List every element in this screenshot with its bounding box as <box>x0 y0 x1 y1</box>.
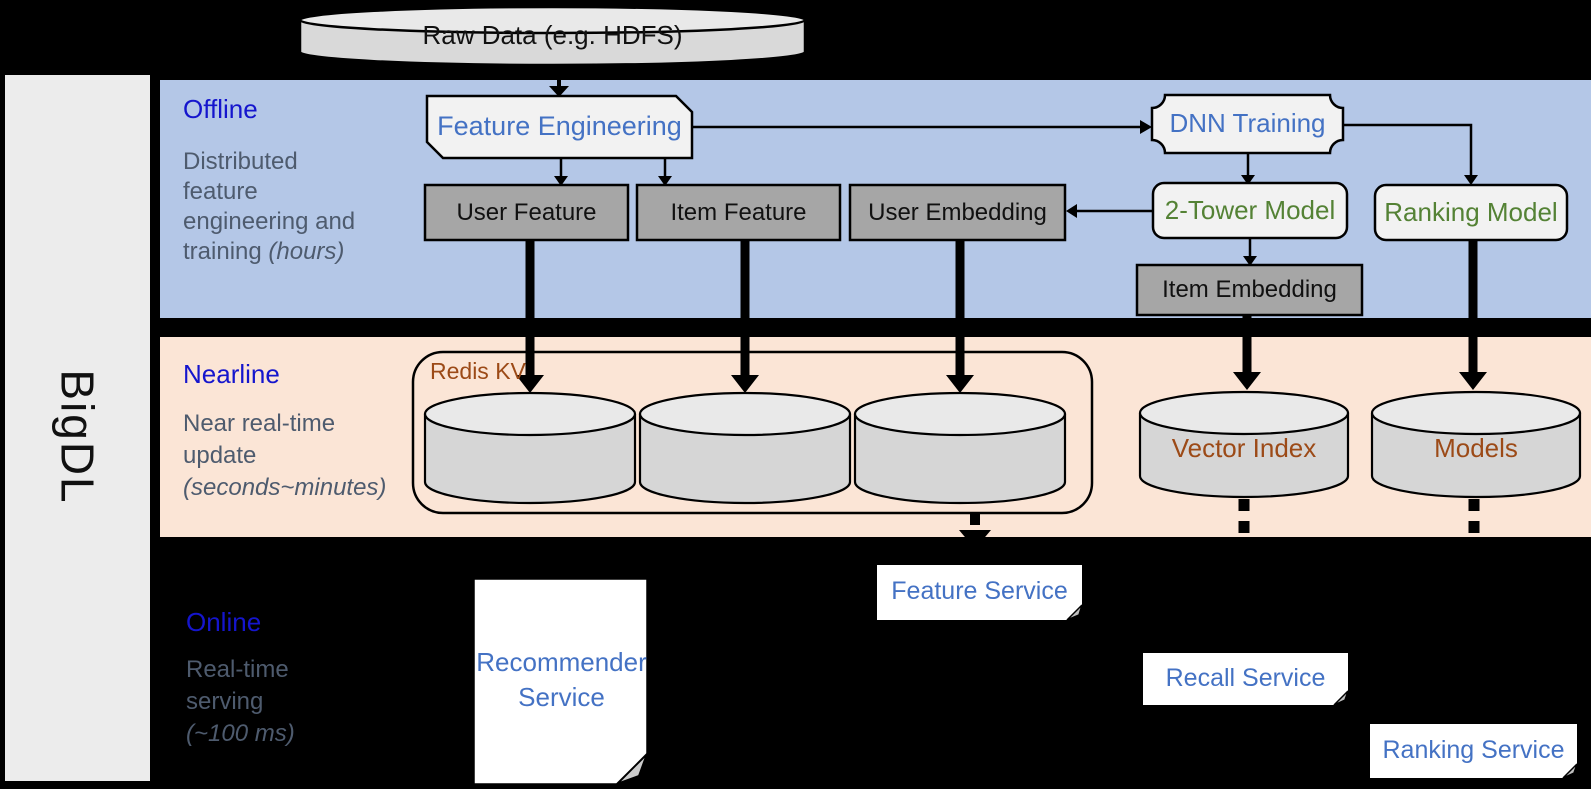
redis-kv-container <box>411 350 1094 515</box>
raw-data-cylinder <box>298 5 807 67</box>
arrow-ranking-model-to-models <box>1459 240 1487 390</box>
feature-engineering-box <box>425 94 694 160</box>
item-feature-box <box>635 183 842 242</box>
ranking-service-card <box>1370 724 1578 779</box>
vector-index-cylinder <box>1138 390 1350 499</box>
models-cylinder <box>1370 390 1582 499</box>
ranking-model-box <box>1373 183 1569 242</box>
dnn-training-box <box>1150 93 1345 155</box>
arrow-feature-engineering-to-user-feature <box>554 158 568 186</box>
recall-service-card <box>1143 653 1349 706</box>
arrow-dnn-training-to-ranking-model <box>1343 123 1478 185</box>
arrow-feature-engineering-to-dnn-training <box>692 120 1152 134</box>
arrow-dnn-training-to-two-tower <box>1241 153 1255 185</box>
two-tower-model-box <box>1151 181 1349 240</box>
arrow-two-tower-to-user-embedding <box>1066 204 1153 218</box>
bigdl-sidebar-band <box>5 75 150 781</box>
arrow-item-embedding-to-vector-index <box>1233 315 1261 390</box>
arrow-rawdata-to-feature-engineering <box>549 64 569 97</box>
user-feature-box <box>423 183 630 242</box>
arrow-feature-engineering-to-item-feature <box>658 158 672 186</box>
user-embedding-box <box>848 183 1067 242</box>
arrow-two-tower-to-item-embedding <box>1243 238 1257 266</box>
redis-cylinder-1 <box>423 391 637 505</box>
recommender-service-doc <box>473 578 648 785</box>
arrow-redis-to-feature-service <box>959 513 991 549</box>
redis-cylinder-2 <box>638 391 852 505</box>
feature-service-card <box>877 565 1083 621</box>
redis-cylinder-3 <box>853 391 1067 505</box>
item-embedding-box <box>1135 263 1364 317</box>
